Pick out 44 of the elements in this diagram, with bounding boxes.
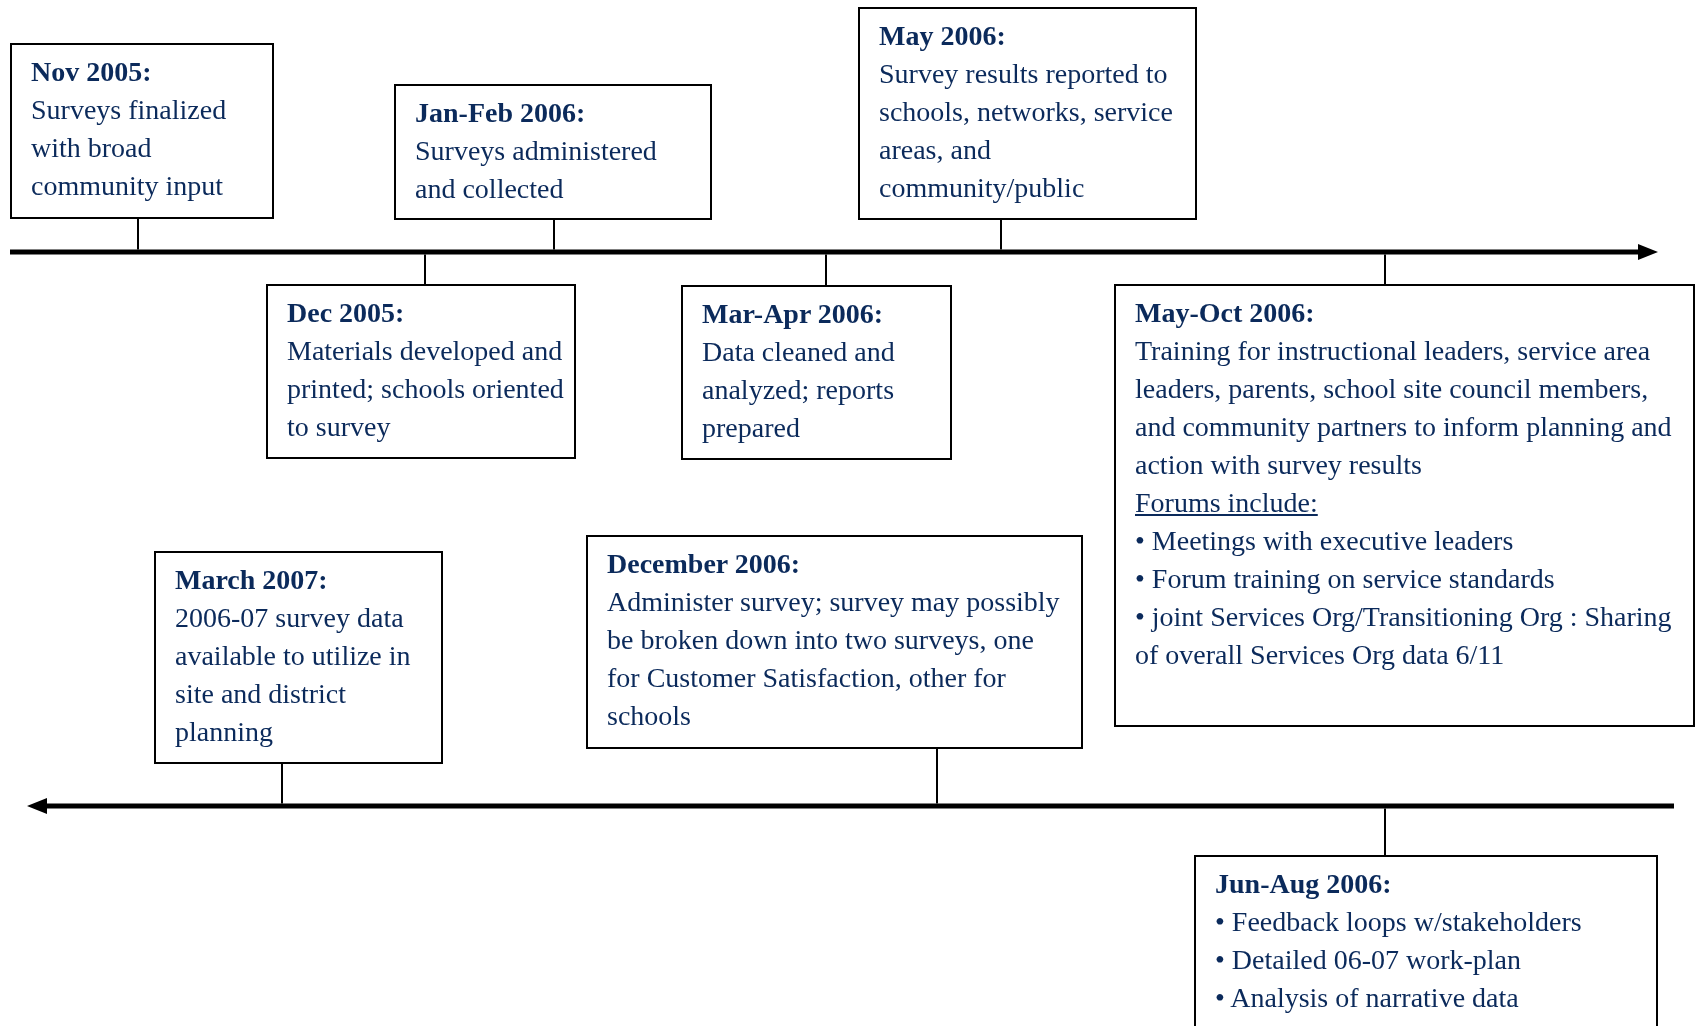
event-date: Mar-Apr 2006: [702, 297, 885, 331]
event-date: Dec 2005: [287, 296, 406, 330]
event-description: Forums include: [1135, 486, 1319, 520]
tick-line [825, 253, 827, 286]
bullet-item: • Meetings with executive leaders [1135, 524, 1515, 558]
event-description: Administer survey; survey may possibly be broken down into two surveys, one for Customer Satisfaction, other for schools [607, 585, 1061, 733]
event-box [266, 284, 576, 459]
bullet-item: • Feedback loops w/stakeholders [1215, 905, 1583, 939]
tick-line [424, 253, 426, 285]
event-date: Jun-Aug 2006: [1215, 867, 1393, 901]
event-box [681, 285, 952, 460]
tick-line [553, 219, 555, 251]
event-date: Nov 2005: [31, 55, 153, 89]
event-date: Jan-Feb 2006: [415, 96, 587, 130]
timeline-bar [10, 244, 1658, 260]
event-box [586, 535, 1083, 749]
tick-line [1384, 253, 1386, 285]
event-box [1194, 855, 1658, 1026]
event-date: May-Oct 2006: [1135, 296, 1316, 330]
event-box [858, 7, 1197, 220]
event-date: May 2006: [879, 19, 1007, 53]
event-date: March 2007: [175, 563, 329, 597]
bullet-item: • Forum training on service standards [1135, 562, 1556, 596]
event-description: Training for instructional leaders, service area leaders, parents, school site council members, and community partners to inform planning and action with survey results [1135, 334, 1673, 482]
tick-line [1384, 807, 1386, 856]
tick-line [936, 748, 938, 805]
event-description: Data cleaned and analyzed; reports prepared [702, 335, 896, 445]
bullet-item: • joint Services Org/Transitioning Org : Sharing of overall Services Org data 6/11 [1135, 600, 1673, 672]
event-box [10, 43, 274, 219]
event-box [154, 551, 443, 764]
tick-line [1000, 219, 1002, 251]
timeline-bar [27, 798, 1674, 814]
tick-line [137, 218, 139, 251]
tick-line [281, 763, 283, 805]
event-box [394, 84, 712, 220]
event-date: December 2006: [607, 547, 802, 581]
event-description: 2006-07 survey data available to utilize in site and district planning [175, 601, 412, 749]
event-box [1114, 284, 1695, 727]
bullet-item: • Analysis of narrative data [1215, 981, 1520, 1015]
event-description: Surveys administered and collected [415, 134, 658, 206]
bullet-item: • Detailed 06-07 work-plan [1215, 943, 1523, 977]
event-description: Survey results reported to schools, networks, service areas, and community/public [879, 57, 1174, 205]
event-description: Surveys finalized with broad community input [31, 93, 228, 203]
event-description: Materials developed and printed; schools oriented to survey [287, 334, 564, 444]
